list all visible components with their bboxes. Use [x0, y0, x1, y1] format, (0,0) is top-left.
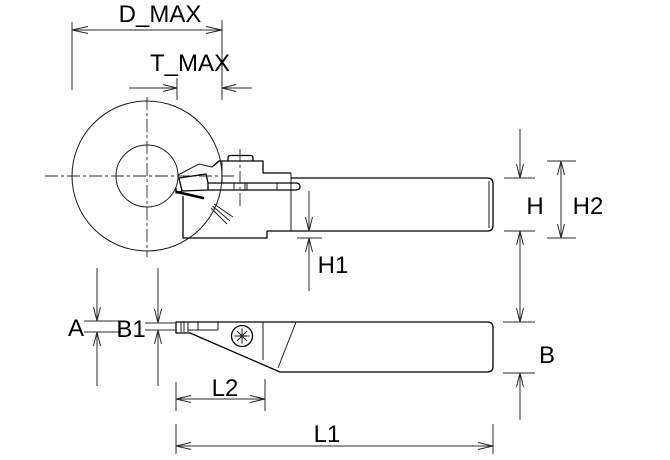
bottom-view	[175, 321, 494, 373]
d-max-extension-lines	[71, 20, 223, 100]
shank-outline	[267, 177, 494, 232]
dim-a: A	[68, 268, 121, 386]
dim-t-max: T_MAX	[129, 50, 252, 100]
clamp-screw	[230, 324, 254, 348]
clamp-top-edge	[211, 160, 291, 174]
insert-tip-segments	[180, 322, 189, 332]
dim-label-a: A	[68, 315, 84, 342]
serration-lines	[210, 203, 234, 225]
side-view	[45, 97, 494, 257]
head-slant-line	[277, 321, 297, 369]
insert-seat-bar	[188, 322, 219, 331]
tool-bottom-profile	[175, 321, 494, 373]
insert-tip	[175, 188, 183, 194]
workpiece-circle	[45, 97, 237, 257]
screw-drive-cross	[234, 328, 250, 344]
dim-b: B	[503, 321, 555, 420]
dim-label-b1: B1	[116, 316, 145, 343]
l1-arrow-left	[175, 442, 192, 450]
a-tick-lines	[84, 320, 121, 333]
clamp-screw-boss	[227, 154, 254, 161]
serration-strokes	[210, 203, 234, 225]
dim-label-h1: H1	[318, 252, 349, 279]
h-arrow-top	[516, 129, 524, 179]
dim-label-h: H	[526, 193, 543, 220]
h-arrow-bottom	[516, 230, 524, 323]
dim-b1: B1	[116, 268, 176, 386]
a-arrow-bottom	[93, 331, 101, 386]
head-lower-outline	[182, 196, 268, 239]
dim-label-h2: H2	[573, 193, 604, 220]
l2-arrow-right	[249, 395, 266, 403]
b1-arrow-bottom	[154, 329, 162, 386]
insert-cutting-edge	[175, 190, 205, 200]
dim-label-b: B	[539, 342, 555, 369]
t-max-arrow-left	[129, 84, 178, 92]
dim-d-max: D_MAX	[71, 1, 223, 100]
h1-arrow-bottom	[305, 237, 313, 291]
dim-l1: L1	[175, 421, 494, 454]
blade-slot	[208, 182, 301, 191]
b-tick-lines	[503, 321, 535, 374]
d-max-arrow-right	[205, 26, 223, 34]
screw-head-circle	[230, 324, 254, 348]
dimensions: D_MAX T_MAX H H2	[68, 1, 603, 454]
tool-side-profile	[182, 149, 494, 239]
l2-extension-lines	[175, 379, 266, 411]
t-max-arrow-right	[221, 84, 252, 92]
dim-label-l2: L2	[212, 375, 239, 402]
blade-slot-ticks	[233, 183, 278, 190]
dim-h: H	[504, 129, 544, 323]
h2-dimension-line	[557, 160, 565, 239]
dim-h2: H2	[547, 160, 604, 239]
h1-arrow-top	[305, 191, 313, 232]
a-arrow-top	[93, 268, 101, 322]
l1-arrow-right	[477, 442, 494, 450]
insert-side	[175, 163, 213, 200]
dim-l2: L2	[175, 375, 266, 411]
b-arrow-bottom	[516, 372, 524, 420]
b1-arrow-top	[154, 268, 162, 324]
clamp-nose-edge	[177, 163, 213, 176]
insert-body	[178, 173, 209, 192]
dim-h1: H1	[297, 191, 348, 291]
l2-arrow-left	[175, 395, 192, 403]
l1-extension-lines	[175, 424, 494, 454]
dim-label-l1: L1	[314, 421, 341, 448]
dim-label-d-max: D_MAX	[119, 1, 202, 28]
d-max-arrow-left	[71, 26, 89, 34]
b1-tick-lines	[145, 322, 176, 331]
dim-label-t-max: T_MAX	[150, 50, 230, 77]
